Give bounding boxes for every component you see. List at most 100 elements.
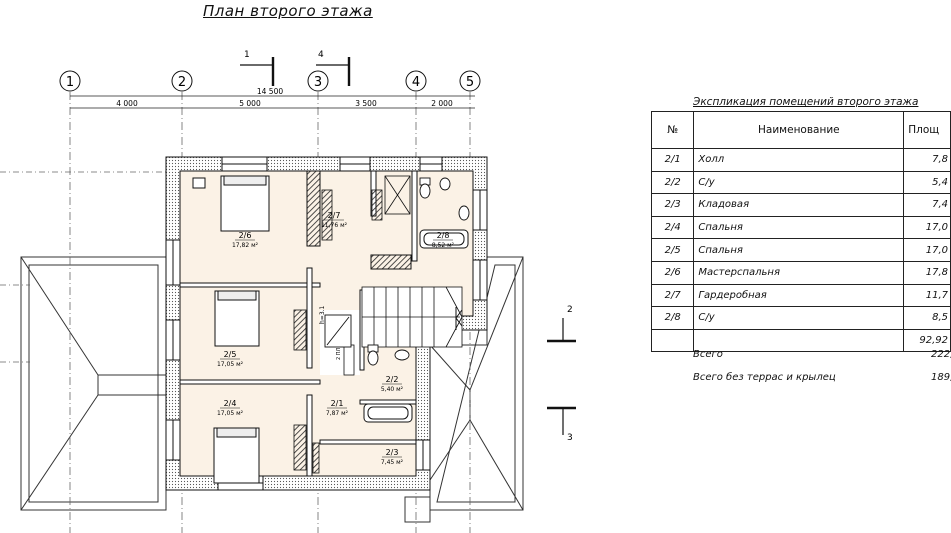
room-labels: 2/6 17,82 м² 2/7 11,76 м² 2/8 8,52 м² 2/5 17,05…: [217, 211, 455, 466]
axis-marker-4: [405, 70, 427, 92]
wardrobes: [293, 189, 383, 474]
stair-sub-label: 2 ПЛ: [336, 347, 342, 360]
room-id-2-7: 2/7: [328, 211, 341, 220]
row-number: 2/4: [650, 215, 695, 240]
room-area-2-6: 17,82 м²: [232, 242, 259, 249]
row-name: Мастерспальня: [693, 260, 905, 285]
section-mark-4: [316, 57, 351, 86]
axis-marker-1: [59, 70, 81, 92]
header-number: №: [650, 111, 695, 149]
roof-left: [20, 256, 167, 511]
axis-label-5: 5: [466, 75, 474, 90]
row-number: 2/6: [650, 260, 695, 285]
explication-title: Экспликация помещений второго этажа: [693, 96, 919, 108]
axis-marker-5: [459, 70, 481, 92]
axis-marker-2: [171, 70, 193, 92]
bathtub-2-8: [419, 229, 469, 249]
header-area: Площ: [903, 111, 951, 149]
row-name: С/у: [693, 170, 905, 195]
axis-label-1: 1: [66, 75, 74, 90]
total-value: 222,: [931, 349, 951, 360]
section-mark-1: [240, 57, 275, 86]
sum-empty-cell: [650, 328, 695, 353]
span-dimension-1: 4 000: [116, 99, 138, 108]
room-id-2-8: 2/8: [437, 231, 450, 240]
room-id-2-5: 2/5: [224, 350, 237, 359]
row-area: 11,7: [903, 283, 951, 308]
row-name: С/у: [693, 306, 905, 330]
bathtub-2-2: [363, 403, 413, 423]
section-mark-3: [547, 406, 576, 435]
section-mark-3-label: 3: [567, 433, 573, 443]
row-name: Холл: [693, 148, 905, 172]
room-area-2-4: 17,05 м²: [217, 410, 244, 417]
total-no-terrace-label: Всего без террас и крылец: [693, 372, 836, 383]
bed-bedroom-5: [214, 290, 260, 347]
room-area-2-1: 7,87 м²: [326, 410, 349, 417]
axis-marker-3: [307, 70, 329, 92]
span-dimension-4: 2 000: [431, 99, 453, 108]
stair-height-label: h=3.1: [319, 305, 326, 324]
sum-empty-cell: [693, 328, 905, 353]
plan-title: План второго этажа: [203, 2, 373, 20]
section-mark-2-label: 2: [567, 305, 573, 315]
row-area: 7,4: [903, 193, 951, 217]
row-area: 8,5: [903, 306, 951, 330]
row-number: 2/3: [650, 193, 695, 217]
section-mark-1-label: 1: [244, 50, 250, 60]
row-area: 7,8: [903, 148, 951, 172]
row-number: 2/5: [650, 238, 695, 262]
section-mark-2: [547, 318, 576, 343]
room-area-2-5: 17,05 м²: [217, 361, 244, 368]
room-area-2-2: 5,40 м²: [381, 386, 404, 393]
explication-sum-row: 92,92: [650, 328, 951, 353]
guide-lines: [0, 171, 166, 363]
room-id-2-3: 2/3: [386, 448, 399, 457]
axis-label-4: 4: [412, 75, 420, 90]
dimension-line: [70, 95, 475, 109]
header-name: Наименование: [693, 111, 905, 149]
row-number: 2/1: [650, 148, 695, 172]
bed-bedroom-4: [213, 427, 260, 484]
axis-label-2: 2: [178, 75, 186, 90]
row-name: Спальня: [693, 215, 905, 240]
total-no-terrace-value: 189,: [931, 372, 951, 383]
axis-label-3: 3: [314, 75, 322, 90]
row-number: 2/7: [650, 283, 695, 308]
staircase: [361, 286, 463, 348]
shower-cabin: [384, 175, 411, 215]
room-area-2-3: 7,45 м²: [381, 459, 404, 466]
row-number: 2/2: [650, 170, 695, 195]
row-name: Спальня: [693, 238, 905, 262]
hall-furniture: [324, 314, 352, 348]
room-area-2-7: 11,76 м²: [321, 222, 348, 229]
toilets-sinks: [367, 177, 470, 366]
row-name: Кладовая: [693, 193, 905, 217]
room-id-2-4: 2/4: [224, 399, 237, 408]
span-dimension-3: 3 500: [355, 99, 377, 108]
sum-value: 92,92: [903, 328, 951, 353]
explication-header-row: № Наименование Площ: [650, 111, 951, 149]
row-number: 2/8: [650, 306, 695, 330]
row-area: 17,0: [903, 215, 951, 240]
span-dimension-2: 5 000: [239, 99, 261, 108]
bed-master: [192, 175, 270, 232]
row-area: 5,4: [903, 170, 951, 195]
total-label: Всего: [693, 349, 723, 360]
row-area: 17,0: [903, 238, 951, 262]
room-area-2-8: 8,52 м²: [432, 242, 455, 249]
stair-label-box: [343, 344, 355, 376]
room-id-2-6: 2/6: [239, 231, 252, 240]
section-mark-4-label: 4: [318, 50, 324, 60]
row-name: Гардеробная: [693, 283, 905, 308]
